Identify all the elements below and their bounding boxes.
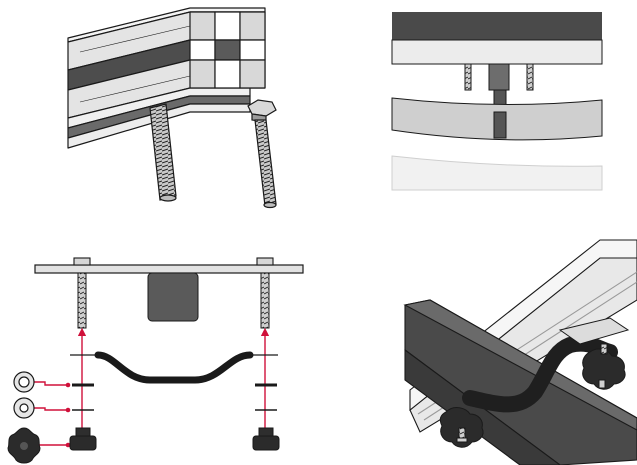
u-bracket-icon [70,351,278,384]
panel-exploded-mounting-diagram [7,257,304,464]
panel-rail-bolt-insertion [67,7,277,209]
star-knob-icon [7,427,41,464]
t-bolt-icon [149,103,177,202]
mounting-plate-icon [34,264,304,274]
panel-bolts-under-rail-end-view [391,12,603,191]
spring-washer-icon [13,371,35,393]
star-knob-icon [69,427,280,451]
flat-washer-icon [13,397,35,419]
panel-assembled-clamp-view [403,239,637,465]
star-knob-icon [439,343,626,448]
hex-bolt-icon [247,99,277,209]
u-bracket-icon [462,335,618,413]
rail-icon [392,12,602,40]
